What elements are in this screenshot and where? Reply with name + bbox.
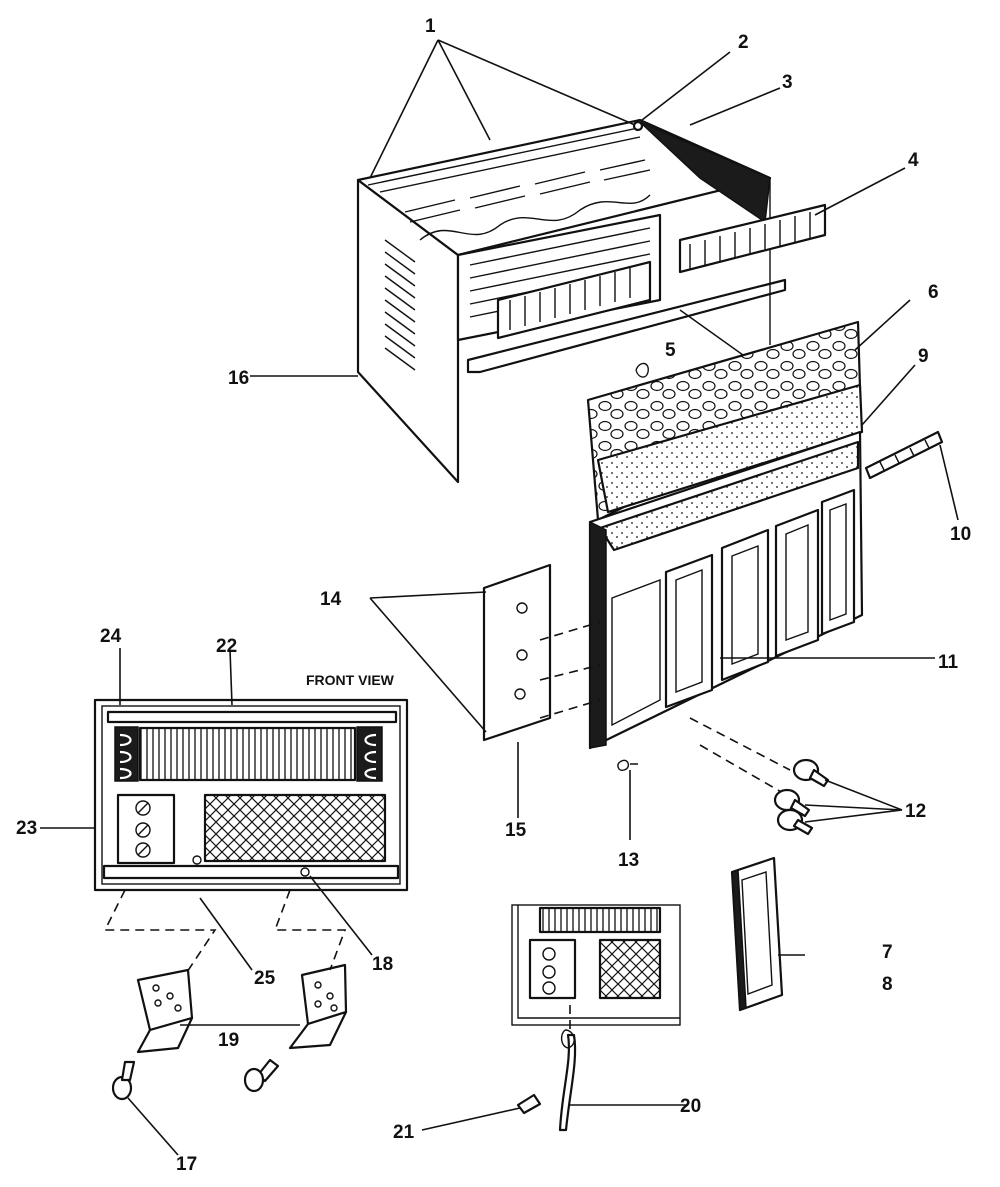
callout-9: 9	[918, 346, 929, 367]
callout-14: 14	[320, 589, 342, 610]
callout-16: 16	[228, 368, 249, 389]
callout-18: 18	[372, 954, 393, 975]
callout-10: 10	[950, 524, 971, 545]
control-panel-15	[482, 563, 796, 801]
callout-15: 15	[505, 820, 527, 841]
cabinet-assembly	[356, 118, 827, 484]
screw-21	[516, 1093, 542, 1115]
deflector-vanes	[689, 212, 811, 270]
filter-holder-9	[596, 383, 864, 514]
base-pan-25	[102, 864, 400, 880]
mounting-brackets-19	[136, 963, 348, 1054]
callout-12: 12	[905, 801, 926, 822]
cord-detail-view	[511, 904, 681, 1132]
callout-8: 8	[882, 974, 893, 995]
louver-door-7	[730, 856, 784, 1012]
coil-end-bends-right	[356, 726, 383, 782]
callout-13: 13	[618, 850, 639, 871]
callout-22: 22	[216, 636, 237, 657]
clip-13	[617, 759, 638, 772]
evaporator-coil	[138, 726, 357, 782]
coil-end-bends-left	[114, 726, 139, 782]
power-cord-20	[558, 1033, 577, 1132]
callout-3: 3	[782, 72, 793, 93]
callout-5: 5	[665, 340, 676, 361]
panel-left-edge	[589, 520, 607, 749]
callout-23: 23	[16, 818, 37, 839]
rod-10	[864, 430, 944, 480]
control-alignment-lines	[539, 621, 601, 719]
front-support-rail	[466, 278, 787, 374]
callout-11: 11	[938, 652, 959, 673]
callout-24: 24	[100, 626, 122, 647]
callout-21: 21	[393, 1122, 415, 1143]
front-panel-bezel	[598, 440, 860, 552]
top-panel-lip	[367, 127, 641, 193]
top-louvers	[404, 159, 651, 241]
callout-19: 19	[218, 1030, 239, 1051]
detail-grille	[598, 938, 662, 1000]
side-louvers	[384, 239, 416, 371]
detail-coil	[538, 906, 662, 934]
screw-2	[632, 120, 644, 132]
callout-20: 20	[680, 1096, 701, 1117]
left-vanes	[509, 268, 631, 330]
control-box-knobs	[135, 800, 151, 858]
callout-2: 2	[738, 32, 749, 53]
control-opening	[611, 578, 661, 727]
callout-6: 6	[928, 282, 939, 303]
strain-relief	[560, 1029, 575, 1049]
front-view-unit	[93, 698, 409, 892]
knob-alignment-lines	[689, 717, 796, 801]
clip-5	[635, 362, 649, 378]
front-panel-assembly	[586, 320, 944, 750]
callout-1: 1	[425, 16, 436, 37]
front-view-top-rail	[106, 710, 398, 724]
front-view-caption: FRONT VIEW	[306, 672, 395, 688]
left-vane-bracket	[496, 260, 652, 340]
callout-4: 4	[908, 150, 919, 171]
callout-25: 25	[254, 968, 276, 989]
control-knobs-12	[773, 758, 830, 836]
callout-labels: 1 2 3 4 5 6 7 8 9 10 11 12 13 14 15 16 1…	[16, 16, 971, 1175]
screws-17	[111, 1058, 280, 1101]
mounting-hole-left	[192, 855, 202, 865]
rod-10-ticks	[879, 439, 930, 471]
bracket-alignment-lines	[103, 889, 347, 976]
control-box	[116, 793, 176, 865]
callout-7: 7	[882, 942, 893, 963]
air-deflector-4	[678, 203, 827, 274]
rail-upright	[679, 178, 771, 361]
callout-17: 17	[176, 1154, 197, 1175]
blower-grille	[203, 793, 387, 863]
mounting-hole-18	[300, 867, 310, 877]
front-panel-louver-doors	[664, 488, 856, 709]
leader-lines	[40, 39, 959, 1156]
